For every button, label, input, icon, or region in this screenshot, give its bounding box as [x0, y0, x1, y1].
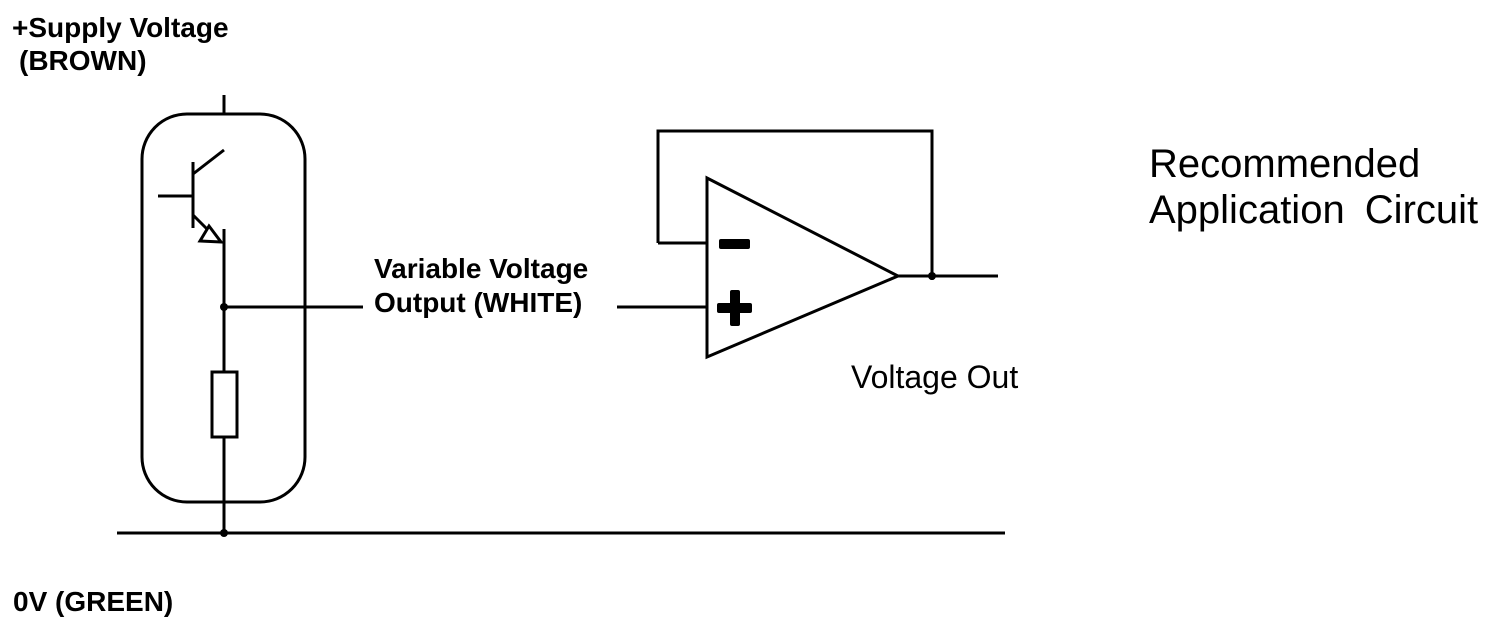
opamp-icon	[705, 175, 902, 360]
emitter-arrow-icon	[197, 223, 225, 244]
variable-voltage-output-label: Variable Voltage Output (WHITE)	[374, 252, 588, 320]
ground-label: 0V (GREEN)	[13, 586, 174, 617]
opamp-output-wire	[898, 272, 998, 280]
supply-voltage-label: +Supply Voltage (BROWN)	[12, 11, 229, 77]
voltage-out-label: Voltage Out	[851, 359, 1019, 395]
variable-output-wire	[220, 303, 707, 311]
diagram-title: Recommended Application Circuit	[1149, 141, 1478, 233]
diagram-title-line1: Recommended	[1149, 142, 1421, 186]
plus-icon	[717, 290, 752, 326]
ground-wire	[117, 529, 1005, 537]
feedback-wire	[656, 129, 934, 280]
variable-voltage-output-label-line2: Output (WHITE)	[374, 287, 583, 318]
supply-voltage-label-line1: +Supply Voltage	[12, 12, 229, 43]
diagram-title-line2: Application Circuit	[1149, 188, 1479, 232]
supply-voltage-label-line2: (BROWN)	[19, 45, 147, 76]
variable-voltage-output-label-line1: Variable Voltage	[374, 253, 589, 284]
resistor-icon	[210, 370, 239, 533]
npn-transistor-icon	[158, 148, 226, 372]
minus-icon	[719, 239, 750, 249]
